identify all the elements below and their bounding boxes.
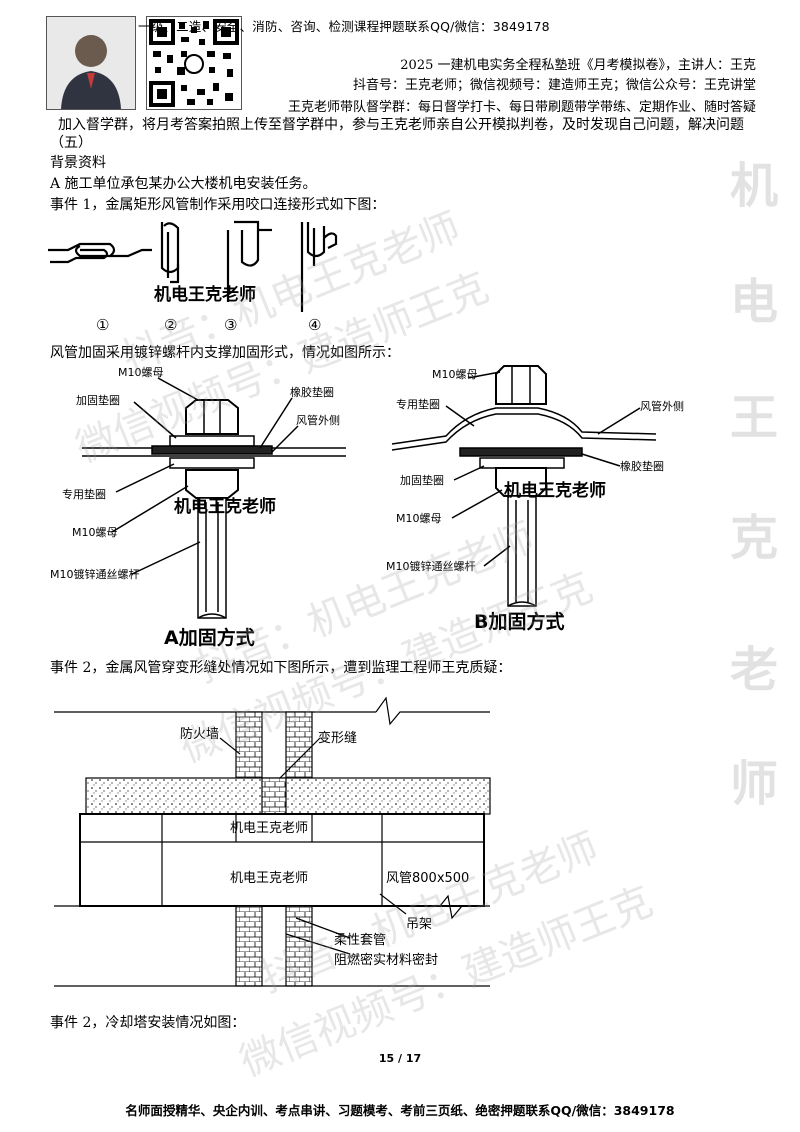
course-title: 2025 一建机电实务全程私塾班《月考模拟卷》，主讲人：王克 [400, 58, 756, 73]
label-flexible-sleeve: 柔性套管 [334, 932, 386, 948]
a-caption: A加固方式 [164, 626, 255, 649]
label-expansion-joint: 变形缝 [318, 730, 357, 746]
seam-label-2: ② [164, 316, 177, 334]
reinforcement-figure-a: M10螺母 加固垫圈 橡胶垫圈 风管外侧 专用垫圈 M10螺母 M10镀锌通丝螺… [50, 366, 346, 649]
footer-promo: 名师面授精华、央企内训、考点串讲、习题模考、考前三页纸、绝密押题联系QQ/微信：… [125, 1103, 675, 1118]
b-label-rod: M10镀锌通丝螺杆 [386, 559, 476, 573]
a-watermark: 机电王克老师 [174, 496, 276, 517]
label-sealing: 阻燃密实材料密封 [334, 952, 438, 968]
b-watermark: 机电王克老师 [504, 480, 606, 501]
b-label-special-washer: 专用垫圈 [396, 397, 440, 411]
qr-code[interactable] [146, 16, 242, 110]
b-label-washer: 加固垫圈 [400, 473, 444, 487]
a-label-washer-top: 加固垫圈 [76, 393, 120, 407]
duct-watermark-1: 机电王克老师 [230, 821, 308, 836]
b-caption: B加固方式 [474, 610, 564, 632]
seam-label-3: ③ [224, 316, 237, 334]
a-label-nut-bottom: M10螺母 [72, 526, 118, 539]
promo-banner: 一级、二造、安全、消防、咨询、检测课程押题联系QQ/微信：3849178 [138, 19, 550, 34]
page-number: 15 / 17 [378, 1052, 422, 1065]
avatar [47, 17, 135, 109]
qr-code-icon [149, 19, 239, 107]
a-label-special-washer: 专用垫圈 [62, 487, 106, 501]
label-hanger: 吊架 [406, 917, 432, 932]
watermark-char-2: 电 [729, 274, 778, 330]
b-label-rubber: 橡胶垫圈 [620, 459, 664, 473]
account-info: 抖音号：王克老师；微信视频号：建造师王克；微信公众号：王克讲堂 [352, 78, 756, 93]
seam-watermark: 机电王克老师 [154, 284, 256, 305]
watermark-char-3: 王 [729, 390, 778, 446]
seam-label-4: ④ [308, 316, 321, 334]
paragraph-1: A 施工单位承包某办公大楼机电安装任务。 [50, 176, 317, 192]
watermark-char-6: 师 [729, 756, 778, 812]
join-group-text: 加入督学群，将月考答案拍照上传至督学群中，参与王克老师亲自公开模拟判卷，及时发现… [58, 117, 744, 133]
a-label-duct-outer: 风管外侧 [296, 413, 340, 427]
background-label: 背景资料 [50, 155, 106, 171]
watermark-char-1: 机 [729, 158, 778, 214]
a-label-rubber: 橡胶垫圈 [290, 385, 334, 399]
event-3-text: 事件 2，冷却塔安装情况如图： [50, 1015, 246, 1031]
watermark-char-4: 克 [729, 510, 778, 566]
b-label-nut-bottom: M10螺母 [396, 512, 442, 525]
teacher-photo [46, 16, 136, 110]
label-fire-wall: 防火墙 [180, 726, 219, 742]
reinforcement-figure-b: M10螺母 专用垫圈 风管外侧 橡胶垫圈 加固垫圈 M10螺母 M10镀锌通丝螺… [386, 365, 684, 632]
duct-watermark-2: 机电王克老师 [230, 871, 308, 886]
event-1-text: 事件 1，金属矩形风管制作采用咬口连接形式如下图： [50, 197, 386, 213]
seam-label-1: ① [96, 316, 109, 334]
b-label-nut-top: M10螺母 [432, 368, 478, 381]
watermark-char-5: 老 [729, 642, 778, 698]
event-2-text: 事件 2，金属风管穿变形缝处情况如下图所示，遭到监理工程师王克质疑： [50, 660, 512, 676]
reinforce-intro: 风管加固采用镀锌螺杆内支撑加固形式，情况如图所示： [50, 345, 400, 361]
supervision-info: 王克老师带队督学群：每日督学打卡、每日带刷题带学带练、定期作业、随时答疑 [287, 100, 756, 115]
expansion-joint-figure: 防火墙 变形缝 机电王克老师 机电王克老师 风管800x500 吊架 柔性套管 … [54, 696, 491, 987]
b-label-duct-outer: 风管外侧 [640, 399, 684, 413]
label-duct-size: 风管800x500 [386, 871, 469, 886]
a-label-rod: M10镀锌通丝螺杆 [50, 567, 140, 581]
section-label: （五） [50, 135, 92, 151]
seam-figure: 机电王克老师 ① ② ③ ④ [48, 220, 338, 334]
a-label-nut-top: M10螺母 [118, 366, 164, 379]
